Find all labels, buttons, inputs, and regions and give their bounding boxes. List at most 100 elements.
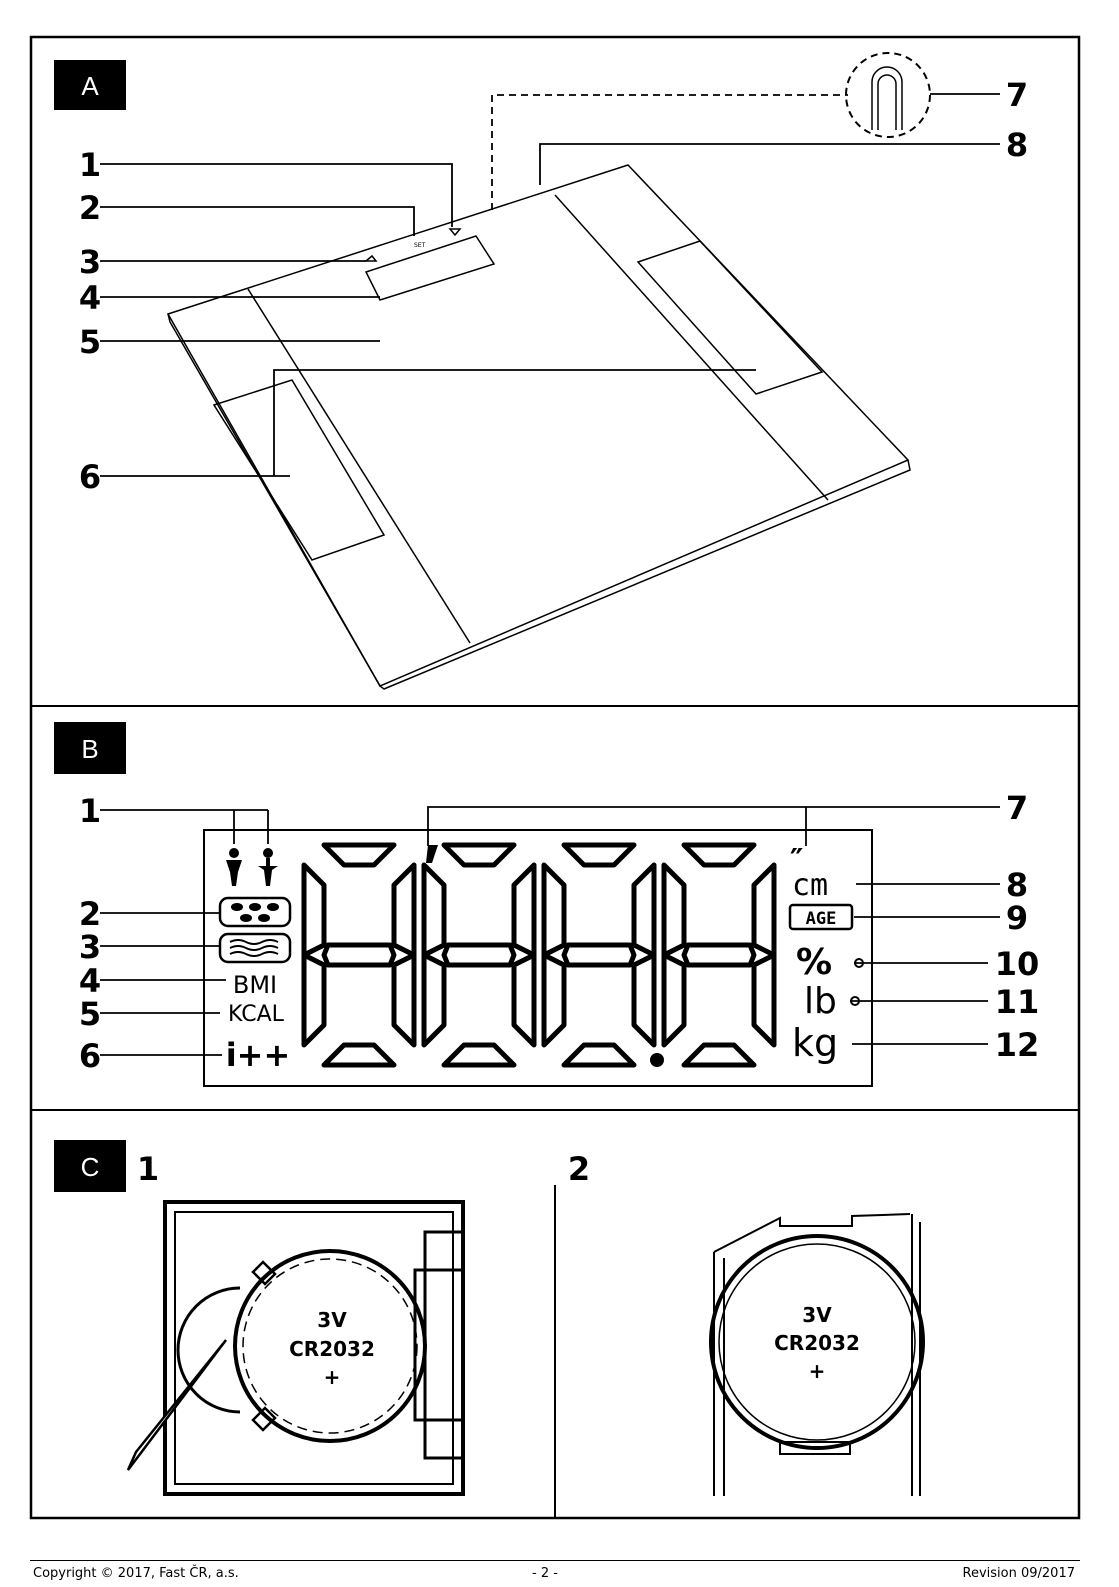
scale-display-window [366, 236, 494, 300]
callout-b6: 6 [79, 1037, 101, 1075]
lcd-digit-1-segment-7 [324, 1045, 394, 1065]
battery-latch-inner [415, 1270, 463, 1420]
gender-icons [226, 848, 278, 886]
scale-set-label: SET [414, 242, 426, 249]
battery-label-c2: 3V CR2032 + [774, 1303, 860, 1383]
scale-illustration [168, 165, 910, 689]
lcd-digit-2-segment-7 [444, 1045, 514, 1065]
leader-end-circles [851, 959, 863, 1005]
section-b-tag-label: B [81, 734, 98, 764]
lcd-digit-2-segment-1 [444, 845, 514, 865]
callout-b10: 10 [995, 945, 1040, 983]
callout-b7: 7 [1006, 789, 1028, 827]
lcd-unit-percent: % [796, 942, 832, 983]
lcd-bmi-label: BMI [233, 971, 277, 999]
callout-a4: 4 [79, 279, 101, 317]
battery-c1-model: CR2032 [289, 1337, 375, 1361]
lcd-digit-4-segment-2 [664, 865, 684, 955]
lcd-digit-4-segment-4 [684, 945, 754, 965]
holder-top [714, 1214, 910, 1252]
section-c-tag-label: C [81, 1152, 100, 1182]
lcd-digit-3-segment-2 [544, 865, 564, 955]
battery-c2-voltage: 3V [802, 1303, 832, 1327]
section-c: C 1 2 3V CR2032 + [54, 1140, 923, 1496]
lcd-digit-4-segment-6 [754, 955, 774, 1045]
scale-line-right [555, 195, 828, 500]
battery-c1-voltage: 3V [317, 1308, 347, 1332]
section-a: A SET 1 [54, 53, 1028, 689]
footer-copyright: Copyright © 2017, Fast ČR, a.s. [33, 1566, 239, 1581]
callout-b3: 3 [79, 928, 101, 966]
callout-a2: 2 [79, 189, 101, 227]
male-icon-head [229, 848, 239, 858]
lcd-plus-label: i++ [226, 1036, 291, 1074]
lcd-unit-cm: cm [792, 868, 828, 903]
lcd-digit-3-segment-7 [564, 1045, 634, 1065]
scale-top-surface [168, 165, 908, 686]
battery-c1-polarity: + [324, 1365, 341, 1389]
lcd-decimal-point [650, 1053, 664, 1067]
section-a-leaders [100, 94, 1000, 476]
callout-a1: 1 [79, 146, 101, 184]
lcd-digits [304, 845, 774, 1065]
lcd-kcal-label: KCAL [228, 1002, 285, 1027]
scale-down-button [366, 256, 376, 261]
subfigure-c1-number: 1 [137, 1150, 159, 1188]
battery-label-c1: 3V CR2032 + [289, 1308, 375, 1389]
battery-c2-polarity: + [809, 1359, 826, 1383]
battery-inserted-illustration [711, 1214, 923, 1496]
callout-b1: 1 [79, 792, 101, 830]
lcd-digit-2-segment-6 [514, 955, 534, 1045]
leader-a8 [540, 144, 1000, 185]
lcd-unit-lb: lb [804, 981, 837, 1022]
lcd-unit-age: AGE [806, 909, 837, 929]
callout-b12: 12 [995, 1026, 1040, 1064]
female-icon [258, 858, 278, 886]
lcd-digit-2-segment-3 [514, 865, 534, 955]
section-a-numbers: 1 2 3 4 5 6 7 8 [79, 76, 1028, 496]
lcd-digit-1-segment-5 [304, 955, 324, 1045]
lcd-digit-2-segment-4 [444, 945, 514, 965]
leader-a6 [100, 370, 756, 476]
lcd-digit-3-segment-4 [564, 945, 634, 965]
lcd-digit-1-segment-2 [304, 865, 324, 955]
scale-electrode-left [214, 380, 384, 560]
callout-a3: 3 [79, 243, 101, 281]
lcd-digit-4-segment-1 [684, 845, 754, 865]
lcd-digit-1-segment-3 [394, 865, 414, 955]
subfigure-c2-number: 2 [568, 1150, 590, 1188]
scale-up-button [450, 229, 460, 235]
male-icon [226, 860, 242, 886]
section-b: B BMI KCAL i++ [54, 722, 1039, 1086]
battery-c2-model: CR2032 [774, 1331, 860, 1355]
scale-line-left [248, 289, 470, 643]
battery-cover-detail [872, 67, 902, 130]
lcd-digit-3-segment-6 [634, 955, 654, 1045]
lcd-digit-4-segment-3 [754, 865, 774, 955]
callout-b11: 11 [995, 983, 1040, 1021]
lcd-digit-3-segment-3 [634, 865, 654, 955]
leader-a1 [100, 164, 452, 227]
footer-revision: Revision 09/2017 [963, 1566, 1075, 1581]
leader-a2 [100, 207, 414, 236]
lcd-digit-1-segment-6 [394, 955, 414, 1045]
lcd-digit-3-segment-1 [564, 845, 634, 865]
lcd-digit-4-segment-7 [684, 1045, 754, 1065]
footer-rule [30, 1560, 1080, 1561]
lcd-feet-mark [426, 845, 438, 863]
battery-latch [425, 1232, 463, 1458]
section-a-tag-label: A [81, 71, 99, 101]
footer-page-number: - 2 - [532, 1566, 558, 1581]
leader-b1 [100, 810, 268, 844]
female-icon-head [263, 848, 273, 858]
lcd-digit-2-segment-2 [424, 865, 444, 955]
lcd-digit-1-segment-1 [324, 845, 394, 865]
lcd-digit-3-segment-5 [544, 955, 564, 1045]
lcd-digit-4-segment-5 [664, 955, 684, 1045]
callout-b9: 9 [1006, 899, 1028, 937]
callout-a6: 6 [79, 458, 101, 496]
callout-b5: 5 [79, 995, 101, 1033]
leader-b7 [428, 807, 1000, 846]
lcd-digit-2-segment-5 [424, 955, 444, 1045]
callout-a8: 8 [1006, 126, 1028, 164]
